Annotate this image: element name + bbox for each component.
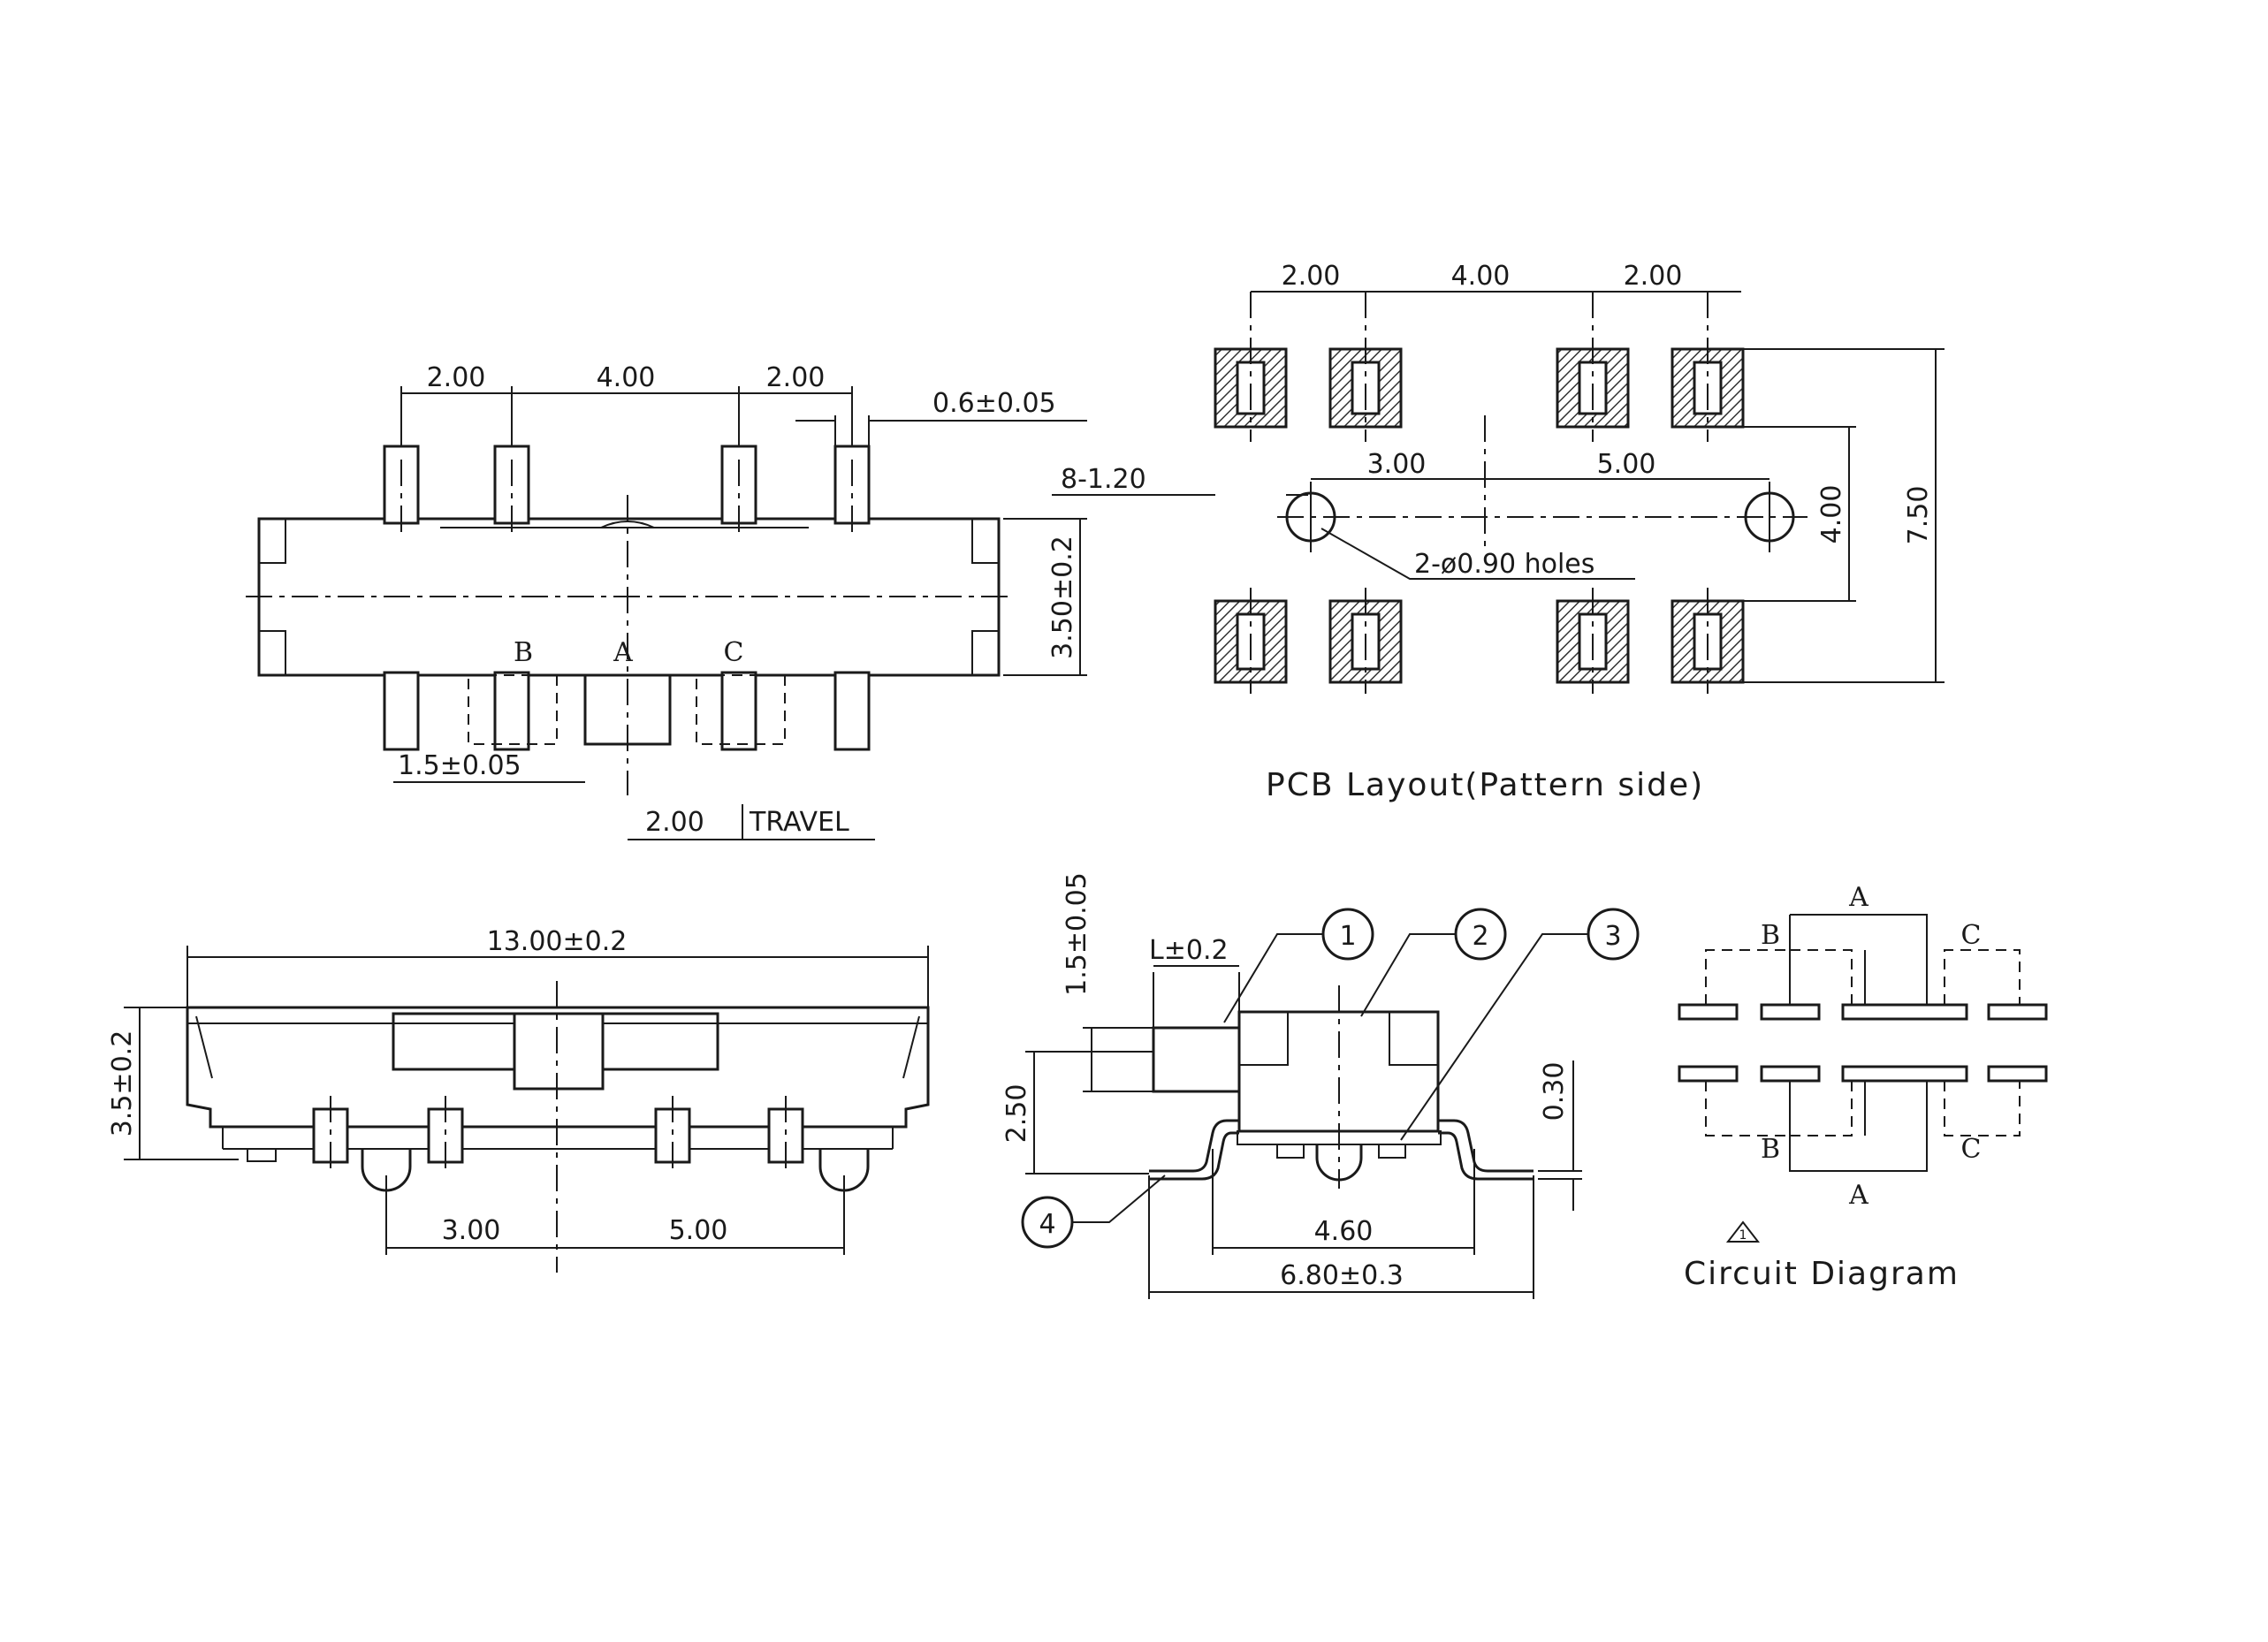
top-dim-pin-offset: 1.5±0.05 <box>398 750 521 781</box>
pcb-dim-outer: 7.50 <box>1903 486 1934 545</box>
side-dim-actuator-top: 1.5±0.05 <box>1062 872 1092 996</box>
pcb-dim-pad: 8-1.20 <box>1061 464 1146 495</box>
front-dim-post-left: 3.00 <box>442 1215 501 1246</box>
callout-4-label: 4 <box>1039 1209 1055 1240</box>
pcb-layout-caption: PCB Layout(Pattern side) <box>1266 767 1704 803</box>
side-dim-body: 4.60 <box>1314 1216 1374 1247</box>
top-dim-travel: 2.00 <box>645 807 704 838</box>
front-dim-length: 13.00±0.2 <box>487 926 628 957</box>
slider-actuator <box>583 673 672 746</box>
pcb-dim-hole-left: 3.00 <box>1367 449 1427 480</box>
side-lead-left <box>1149 1119 1239 1173</box>
side-dim-actuator-len: L±0.2 <box>1149 935 1229 966</box>
contact-top <box>1678 1003 1739 1021</box>
position-a-label: A <box>613 637 633 668</box>
circuit-label-a-bottom: A <box>1848 1180 1868 1211</box>
front-dim-post-right: 5.00 <box>669 1215 728 1246</box>
circuit-label-a-top: A <box>1848 882 1868 913</box>
pcb-dim-inner: 4.00 <box>1816 485 1847 544</box>
side-view: 1.5±0.05 L±0.2 2.50 0.30 4.60 6.80±0.3 1… <box>1001 872 1640 1299</box>
circuit-diagram: A B C B C A 1 Circuit Diagram <box>1678 882 2048 1292</box>
contact-bottom <box>1678 1065 1739 1083</box>
pcb-holes-note: 2-ø0.90 holes <box>1414 549 1594 580</box>
pcb-dim-pitch-left: 2.00 <box>1282 261 1341 292</box>
callout-3-label: 3 <box>1604 921 1621 952</box>
pcb-dim-pitch-right: 2.00 <box>1624 261 1683 292</box>
top-dim-pitch-mid: 4.00 <box>597 362 656 393</box>
bottom-pin <box>493 671 530 751</box>
bottom-pin <box>720 671 757 751</box>
front-view-body <box>186 1006 930 1129</box>
bottom-pin <box>383 671 420 751</box>
pcb-dim-pitch-mid: 4.00 <box>1451 261 1511 292</box>
contact-bottom <box>1841 1065 1968 1083</box>
top-dim-pitch-right: 2.00 <box>766 362 826 393</box>
note-mark: 1 <box>1739 1228 1747 1243</box>
top-travel-label: TRAVEL <box>749 807 849 838</box>
position-c-label: C <box>724 637 744 668</box>
circuit-label-b-bottom: B <box>1761 1134 1780 1165</box>
side-lead-right <box>1438 1119 1534 1173</box>
front-actuator <box>513 1012 605 1091</box>
top-dim-pin-width: 0.6±0.05 <box>932 388 1056 419</box>
front-dim-height: 3.5±0.2 <box>107 1030 138 1137</box>
circuit-label-c-bottom: C <box>1961 1134 1982 1165</box>
side-dim-lead: 0.30 <box>1539 1062 1570 1121</box>
contact-bottom <box>1987 1065 2048 1083</box>
pcb-layout-view: 2.00 4.00 2.00 3.00 5.00 8-1.20 2-ø0.90 … <box>1052 261 1945 803</box>
circuit-diagram-caption: Circuit Diagram <box>1684 1256 1960 1292</box>
contact-top <box>1987 1003 2048 1021</box>
side-dim-height: 2.50 <box>1001 1084 1032 1144</box>
contact-bottom <box>1760 1065 1821 1083</box>
bottom-pin <box>833 671 871 751</box>
note-triangle-icon <box>1725 1220 1761 1243</box>
contact-top <box>1841 1003 1968 1021</box>
contact-top <box>1760 1003 1821 1021</box>
circuit-label-b-top: B <box>1761 920 1780 951</box>
top-dim-pitch-left: 2.00 <box>427 362 486 393</box>
top-dim-height: 3.50±0.2 <box>1047 536 1078 659</box>
side-dim-overall: 6.80±0.3 <box>1280 1260 1404 1291</box>
circuit-label-c-top: C <box>1961 920 1982 951</box>
callout-1-label: 1 <box>1339 921 1356 952</box>
position-b-label: B <box>514 637 533 668</box>
pcb-dim-hole-right: 5.00 <box>1597 449 1656 480</box>
top-view: B A C 2.00 4.00 2.00 0.6±0.05 3.50±0.2 1… <box>246 362 1087 840</box>
side-actuator <box>1152 1026 1241 1093</box>
callout-2-label: 2 <box>1472 921 1488 952</box>
front-view: 13.00±0.2 3.5±0.2 3.00 5.00 <box>107 926 930 1273</box>
